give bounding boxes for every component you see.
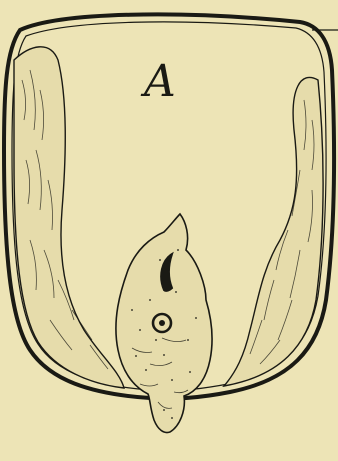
figure-label: A <box>140 56 176 107</box>
ring-marking-center <box>159 320 165 326</box>
